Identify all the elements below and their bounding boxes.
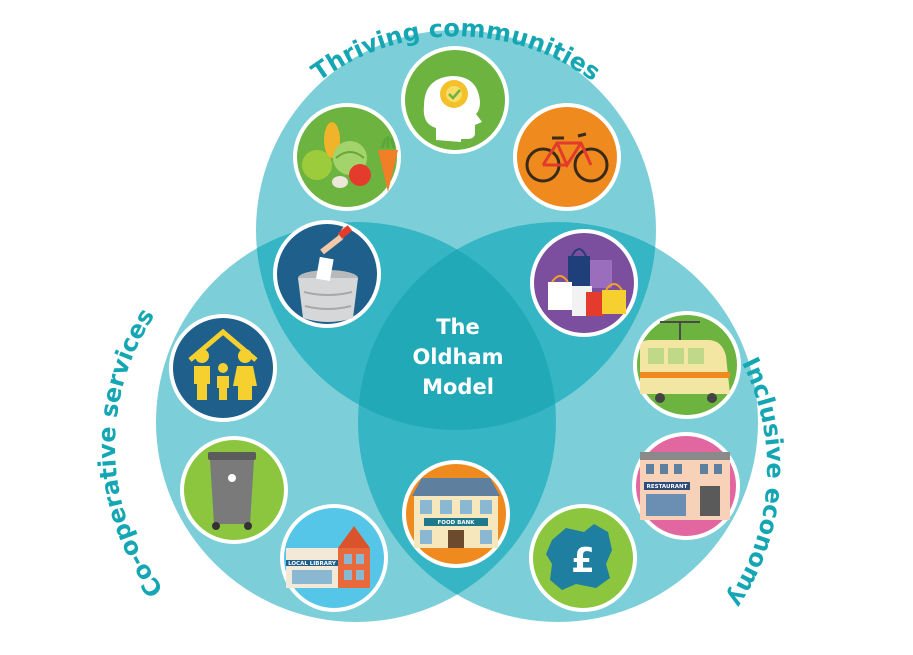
library-sign: LOCAL LIBRARY	[288, 561, 337, 567]
label-co-operative-services: Co-operative services	[93, 303, 169, 602]
center-line-1: The	[436, 315, 480, 339]
fruit-vegetables-icon	[293, 103, 401, 211]
restaurant-sign: RESTAURANT	[647, 484, 688, 490]
mental-wellbeing-icon	[401, 46, 509, 154]
oldham-pound-map-icon: £	[529, 504, 637, 612]
local-library-icon: LOCAL LIBRARY	[280, 504, 388, 612]
tram-icon	[633, 311, 741, 419]
food-bank-sign: FOOD BANK	[438, 520, 476, 526]
family-housing-icon	[169, 314, 277, 422]
center-title: The Oldham Model	[412, 315, 503, 399]
bicycle-icon	[513, 103, 621, 211]
center-line-2: Oldham	[412, 345, 503, 369]
center-line-3: Model	[422, 375, 494, 399]
overlap-center	[358, 222, 556, 430]
restaurant-icon: RESTAURANT	[632, 432, 740, 540]
ballot-box-icon	[273, 220, 381, 328]
shopping-bags-icon	[530, 229, 638, 337]
pound-sign: £	[571, 541, 595, 581]
food-bank-icon: FOOD BANK	[402, 460, 510, 568]
waste-bin-icon	[180, 436, 288, 544]
